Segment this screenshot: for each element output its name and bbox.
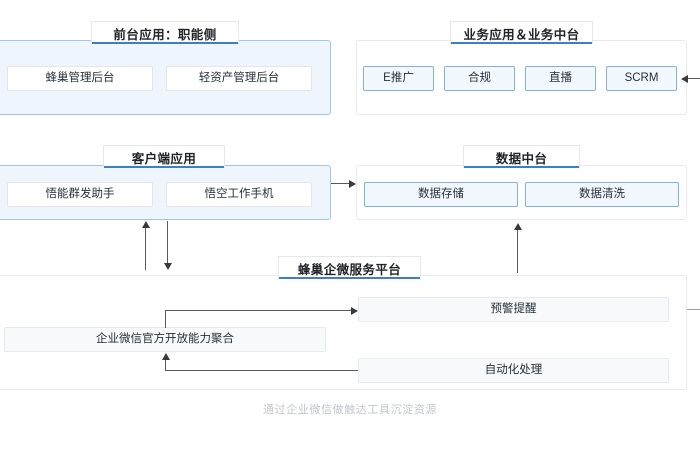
group-title-data-platform: 数据中台 <box>463 145 580 168</box>
title-underline <box>104 165 224 168</box>
item-label: SCRM <box>624 71 659 84</box>
connector-automation-to-aggregation-h <box>165 370 358 372</box>
connector-aggregation-to-alert-h <box>165 310 353 312</box>
arrowhead-aggregation-to-alert <box>351 306 358 315</box>
item-data-platform-0[interactable]: 数据存储 <box>364 182 518 207</box>
arrowhead-client-to-data <box>349 179 356 188</box>
connector-client-to-data <box>331 183 351 185</box>
item-label: 企业微信官方开放能力聚合 <box>96 332 234 345</box>
item-label: 悟空工作手机 <box>204 187 274 200</box>
connector-platform-outbound <box>687 309 700 311</box>
arrowhead-platform-to-client <box>141 221 150 228</box>
item-label: 预警提醒 <box>490 302 537 315</box>
item-service-platform-0[interactable]: 预警提醒 <box>358 297 669 322</box>
arrowhead-business-apps-inbound <box>681 74 688 83</box>
item-label: 数据存储 <box>418 187 464 200</box>
item-label: E推广 <box>383 71 414 84</box>
item-business-apps-3[interactable]: SCRM <box>606 66 677 91</box>
group-title-data-platform-label: 数据中台 <box>495 151 548 166</box>
group-title-business-apps-label: 业务应用＆业务中台 <box>463 27 580 42</box>
item-business-apps-2[interactable]: 直播 <box>525 66 596 91</box>
arrowhead-automation-to-aggregation <box>161 353 170 360</box>
arrowhead-client-to-platform <box>163 263 172 270</box>
group-title-client-apps: 客户端应用 <box>103 145 225 168</box>
group-title-service-platform-label: 蜂巢企微服务平台 <box>297 262 402 277</box>
item-front-office-0[interactable]: 蜂巢管理后台 <box>7 66 153 91</box>
connector-automation-to-aggregation-v <box>165 358 167 370</box>
group-title-service-platform: 蜂巢企微服务平台 <box>278 256 421 279</box>
connector-client-to-platform-down <box>167 221 169 265</box>
group-title-front-office: 前台应用：职能侧 <box>91 21 239 44</box>
item-client-apps-0[interactable]: 悟能群发助手 <box>7 182 153 207</box>
item-service-platform-2[interactable]: 自动化处理 <box>358 358 669 383</box>
title-underline <box>279 276 420 279</box>
group-title-business-apps: 业务应用＆业务中台 <box>450 21 593 44</box>
title-underline <box>451 41 592 44</box>
item-label: 轻资产管理后台 <box>198 71 280 84</box>
item-label: 数据清洗 <box>579 187 625 200</box>
arrowhead-platform-to-data <box>513 223 522 230</box>
connector-aggregation-to-alert-v <box>165 310 167 328</box>
connector-business-apps-inbound <box>686 78 700 80</box>
diagram-caption: 通过企业微信做触达工具沉淀资源 <box>263 404 437 416</box>
connector-platform-to-client-up <box>145 226 147 270</box>
item-label: 蜂巢管理后台 <box>45 71 115 84</box>
item-label: 合规 <box>468 71 491 84</box>
item-business-apps-0[interactable]: E推广 <box>363 66 434 91</box>
item-client-apps-1[interactable]: 悟空工作手机 <box>166 182 312 207</box>
title-underline <box>464 165 579 168</box>
item-front-office-1[interactable]: 轻资产管理后台 <box>166 66 312 91</box>
item-business-apps-1[interactable]: 合规 <box>444 66 515 91</box>
item-service-platform-1[interactable]: 企业微信官方开放能力聚合 <box>4 327 326 352</box>
item-data-platform-1[interactable]: 数据清洗 <box>525 182 679 207</box>
group-title-front-office-label: 前台应用：职能侧 <box>113 27 217 42</box>
item-label: 悟能群发助手 <box>45 187 115 200</box>
group-title-client-apps-label: 客户端应用 <box>131 151 197 166</box>
item-label: 自动化处理 <box>484 363 543 376</box>
connector-platform-to-data <box>517 228 519 273</box>
title-underline <box>92 41 238 44</box>
item-label: 直播 <box>549 71 572 84</box>
